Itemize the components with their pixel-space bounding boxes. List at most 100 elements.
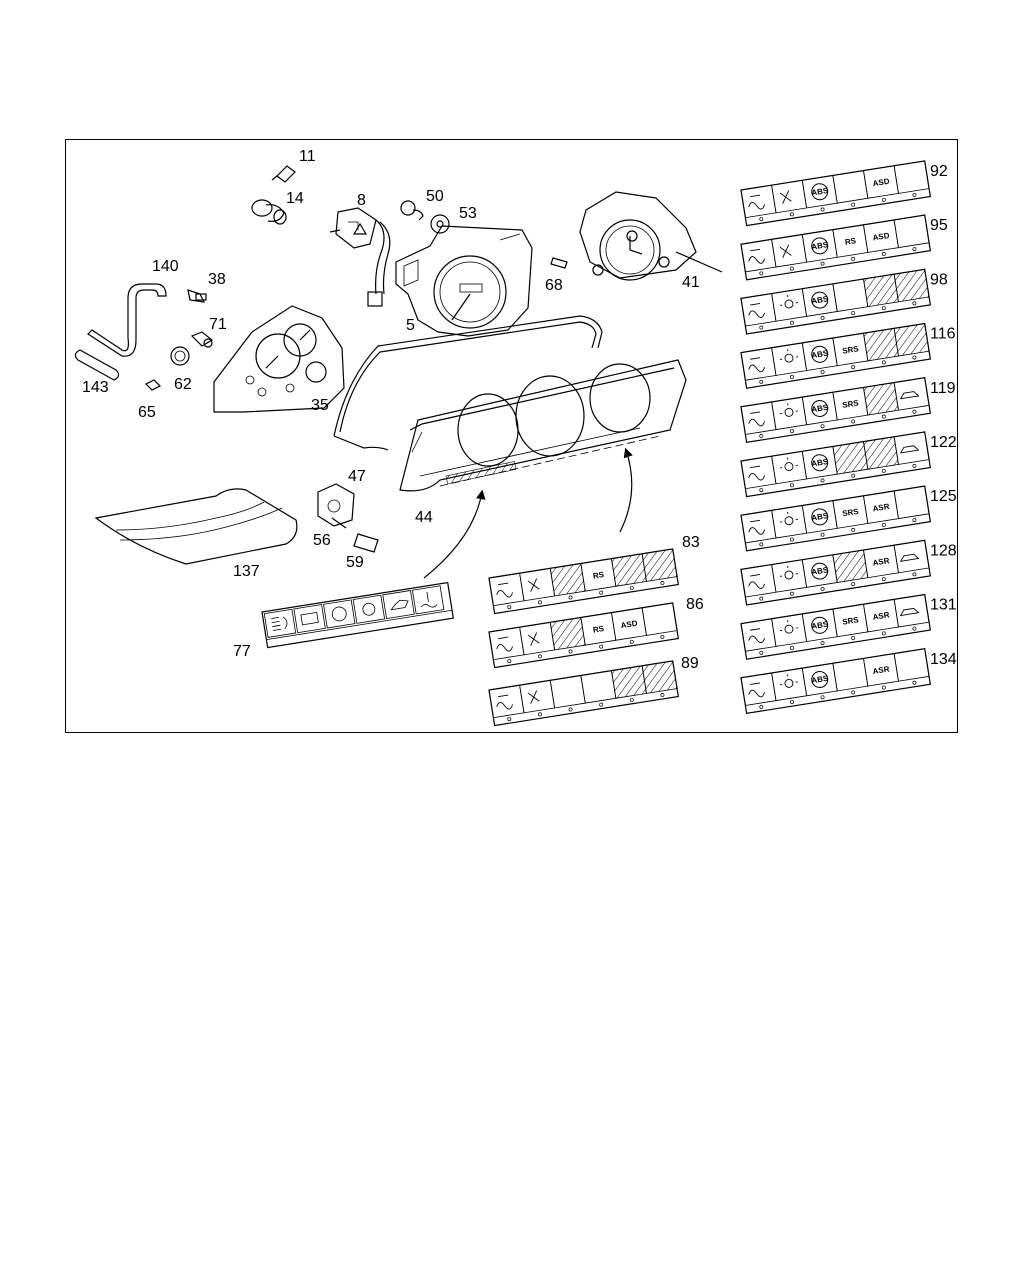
strip-cell	[832, 278, 869, 312]
strip-cell	[832, 170, 869, 204]
strip-cell	[893, 485, 930, 520]
strip-cell	[832, 441, 869, 475]
svg-text:ABS: ABS	[811, 674, 830, 686]
strip-cell	[549, 616, 586, 651]
seatbelt-icon	[771, 234, 808, 268]
bulb-warning-icon	[771, 667, 808, 702]
strip-cell	[580, 670, 617, 704]
strip-label: ASD	[863, 219, 899, 253]
svg-text:ABS: ABS	[811, 403, 830, 415]
washer-icon	[488, 626, 525, 661]
callout-143: 143	[82, 379, 109, 396]
callout-131: 131	[930, 597, 957, 614]
svg-text:ABS: ABS	[811, 240, 830, 252]
callout-134: 134	[930, 651, 957, 668]
callout-71: 71	[209, 316, 227, 333]
callout-137: 137	[233, 563, 260, 580]
svg-text:SRS: SRS	[842, 398, 860, 410]
rheostat-56-part	[317, 483, 355, 529]
strip-cell	[863, 382, 899, 416]
diagram-frame	[65, 139, 958, 733]
svg-text:ABS: ABS	[811, 565, 830, 577]
washer-icon	[740, 618, 777, 652]
callout-95: 95	[930, 217, 948, 234]
strip-cell	[549, 674, 586, 709]
washer-icon	[488, 572, 525, 607]
strip-label: RS	[832, 224, 869, 258]
strip-label: ASR	[863, 598, 899, 633]
strip-label: ASD	[863, 165, 899, 199]
callout-35: 35	[311, 397, 329, 414]
washer-icon	[740, 293, 777, 327]
svg-text:ASR: ASR	[872, 664, 890, 676]
strip-cell	[863, 436, 899, 470]
strip-cell	[832, 549, 869, 583]
svg-text:ASR: ASR	[872, 502, 890, 514]
washer-icon	[740, 672, 777, 706]
strip-label: ASR	[863, 490, 899, 524]
bulb-warning-icon	[771, 396, 808, 431]
callout-53: 53	[459, 205, 477, 222]
svg-text:SRS: SRS	[842, 615, 860, 627]
strip-cell	[893, 323, 930, 357]
washer-icon	[740, 564, 777, 598]
hose-140-part	[87, 283, 167, 357]
seatbelt-icon	[519, 567, 556, 602]
strip-label: RS	[580, 612, 617, 646]
abs-icon: ABS	[801, 337, 838, 372]
callout-11: 11	[299, 148, 316, 165]
seatbelt-icon	[519, 679, 556, 714]
switch-strip-89	[488, 660, 680, 727]
callout-56: 56	[313, 532, 331, 549]
bulb-warning-icon	[771, 342, 808, 376]
bulb-warning-icon	[771, 450, 808, 485]
svg-text:SRS: SRS	[842, 344, 860, 356]
switch-strip-122: ABS	[740, 431, 932, 498]
bulb-warning-icon	[771, 288, 808, 322]
bulb-warning-icon	[771, 559, 808, 593]
abs-icon: ABS	[801, 391, 838, 426]
washer-icon	[740, 509, 777, 544]
callout-62: 62	[174, 376, 192, 393]
svg-text:ASD: ASD	[620, 619, 638, 631]
arrow-strip-83	[619, 447, 633, 533]
abs-icon: ABS	[801, 283, 838, 317]
abs-icon: ABS	[801, 229, 838, 263]
callout-59: 59	[346, 554, 364, 571]
callout-65: 65	[138, 404, 156, 421]
washer-icon	[740, 238, 777, 273]
strip-cell	[863, 273, 899, 308]
switch-strip-116: ABS SRS	[740, 322, 932, 389]
strip-cell	[611, 553, 647, 587]
svg-text:RS: RS	[592, 570, 605, 581]
bulb-65-part	[144, 379, 162, 391]
strip-label: ASD	[611, 607, 647, 641]
strip-cell	[549, 562, 586, 597]
strip-label: SRS	[832, 603, 869, 638]
svg-text:ASR: ASR	[872, 556, 890, 568]
callout-47: 47	[348, 468, 366, 485]
callout-122: 122	[930, 434, 957, 451]
warning-strip-77	[261, 581, 455, 649]
callout-38: 38	[208, 271, 226, 288]
callout-41: 41	[682, 274, 700, 291]
lamp-50-part	[400, 200, 424, 221]
switch-strip-119: ABS SRS	[740, 377, 932, 444]
callout-5: 5	[406, 317, 415, 334]
switch-strip-83: RS	[488, 548, 680, 615]
abs-icon: ABS	[801, 662, 838, 697]
abs-icon: ABS	[801, 445, 838, 480]
strip-cell	[832, 657, 869, 692]
harness-8-part	[329, 207, 391, 307]
strip-cell	[863, 327, 899, 362]
strip-cell	[611, 665, 647, 699]
speedometer-5-part	[395, 225, 533, 337]
callout-92: 92	[930, 163, 948, 180]
bulb-warning-icon	[771, 613, 808, 647]
callout-50: 50	[426, 188, 444, 205]
strip-cell	[893, 160, 930, 194]
